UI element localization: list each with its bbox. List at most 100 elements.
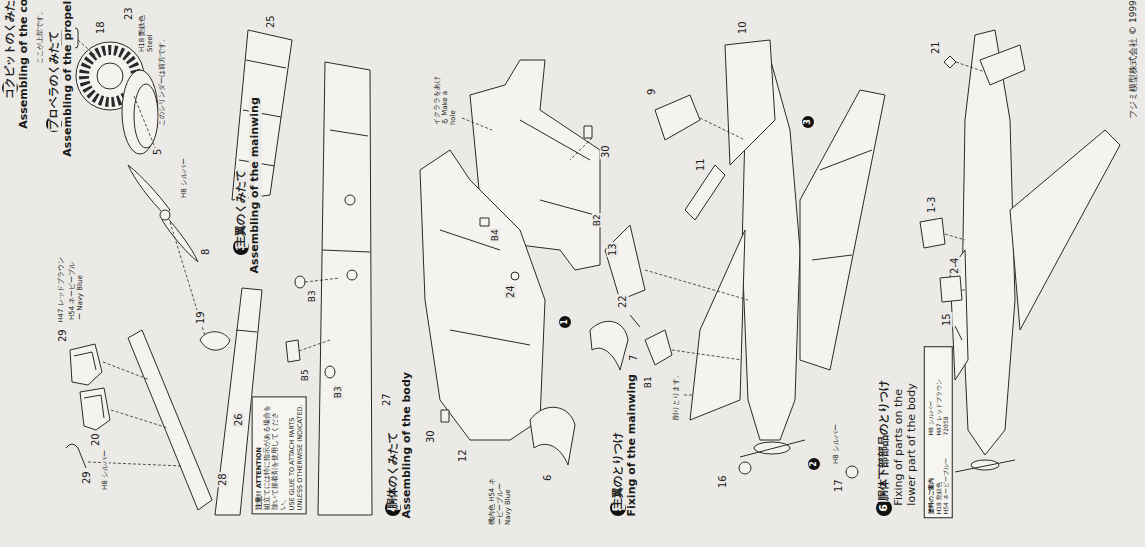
airplane-lower-view [920,218,945,248]
airplane-assembly [740,440,805,457]
assembly-note: 削りとります。 [672,370,680,421]
callout-number: 2-4 [949,257,961,275]
leader-line [462,118,492,130]
leader-line [78,40,205,336]
step-number: 6 [876,500,892,516]
attention-heading: 注意!! ATTENTION [255,400,263,510]
callout-number: 17 [832,478,844,493]
engine-parts [62,28,230,350]
fuselage-parts [584,126,592,138]
airplane-assembly [739,462,751,474]
callout-number: 25 [264,14,276,29]
copyright-note: フジミ模型株式会社 © 1999.4 [1128,0,1138,120]
step-title: Fixing of parts on the lower part of the… [893,354,918,506]
wing-parts [347,270,357,280]
airplane-lower-view [944,56,956,68]
step-title: Fixing of the mainwing [626,373,639,517]
note-text: 72058 [942,356,950,435]
airplane-assembly [685,165,725,220]
airplane-assembly [645,330,672,365]
note-text: H8 シルバー [927,356,935,435]
callout-number: 16 [716,474,728,489]
leader-line [111,410,168,428]
callout-number: 11 [694,157,706,172]
engine-parts [162,215,198,262]
callout-number: 20 [89,432,101,447]
note-text: H18 艶鉄色 [934,435,942,514]
airplane-assembly [655,95,700,140]
callout-number: B1 [643,375,653,389]
callout-number: 15 [940,312,952,327]
airplane-assembly [605,225,645,300]
fuselage-parts [590,321,628,370]
assembly-note: イクララをあける Make a hole [433,74,457,126]
cockpit-parts [70,344,102,385]
wing-parts [286,340,300,362]
airplane-assembly [605,40,885,478]
callout-number: 7 [628,354,640,362]
callout-number: B3 [333,385,343,399]
paint-note: H18 艶鉄色 Steel [138,11,154,53]
step-reference: 1 [559,316,571,328]
wing-parts [239,60,286,166]
engine-parts [160,210,170,220]
airplane-assembly [630,315,640,327]
callout-number: 10 [736,20,748,35]
paint-table: 塗料のご案内H8 シルバーH18 艶鉄色H47 レッドブラウンH54 ネービーブ… [924,346,953,518]
note-text: H54 ネービーブルー [942,435,950,514]
assembly-note: このシリンダーは前方です。 [158,34,166,127]
callout-number: 19 [194,310,206,325]
callout-number: 13 [606,242,618,257]
fuselage-parts [441,410,449,422]
note-text: 組立てには特に指示がある場合を除いて接着剤を使用してください。 [263,400,287,510]
wing-parts [295,276,305,288]
step-title: Assembling of the body [400,371,413,520]
engine-parts [134,84,158,148]
callout-number: 23 [122,6,134,21]
callout-number: 30 [424,429,436,444]
leader-line [134,96,156,150]
callout-number: B3 [307,289,317,303]
callout-number: B5 [300,368,310,382]
leader-line [305,278,340,282]
callout-number: 30 [599,144,611,159]
callout-number: B2 [592,213,602,227]
fuselage-parts [470,60,600,270]
paint-note: H47 レッドブラウン [56,256,64,323]
step-title: 主翼のとりつけ [612,430,625,509]
engine-parts [122,70,158,154]
callout-number: 6 [542,474,554,482]
leader-line [170,222,205,336]
leader-line [962,290,966,291]
callout-number: 8 [200,248,212,256]
wing-parts [215,30,372,515]
engine-parts [128,165,170,215]
callout-number: 18 [94,20,106,35]
wing-parts [345,195,355,205]
airplane-lower-view [971,460,999,470]
airplane-assembly [690,230,745,420]
leader-line [78,40,96,56]
paint-note: H54 ネービーブルー Navy Blue [68,259,84,321]
fuselage-parts [511,272,519,280]
callout-number: 1-3 [926,196,938,214]
leader-line [299,340,330,351]
airplane-assembly [846,466,858,478]
leader-line [956,62,985,72]
wing-parts [318,62,372,515]
note-text: 塗料のご案内 [927,435,935,514]
leader-line [945,62,985,290]
callout-number: 21 [929,40,941,55]
step-title: 胴体のくみたて [387,430,400,509]
step-reference: 3 [802,116,814,128]
leader-line [700,118,745,140]
cockpit-parts [66,444,86,468]
fuselage-parts [480,218,489,226]
leader-line [672,350,742,360]
cockpit-parts [80,388,110,430]
paint-note: H8 シルバー [101,449,109,491]
airplane-assembly [725,40,775,165]
cockpit-parts [128,330,212,510]
airplane-lower-view [1010,130,1120,330]
